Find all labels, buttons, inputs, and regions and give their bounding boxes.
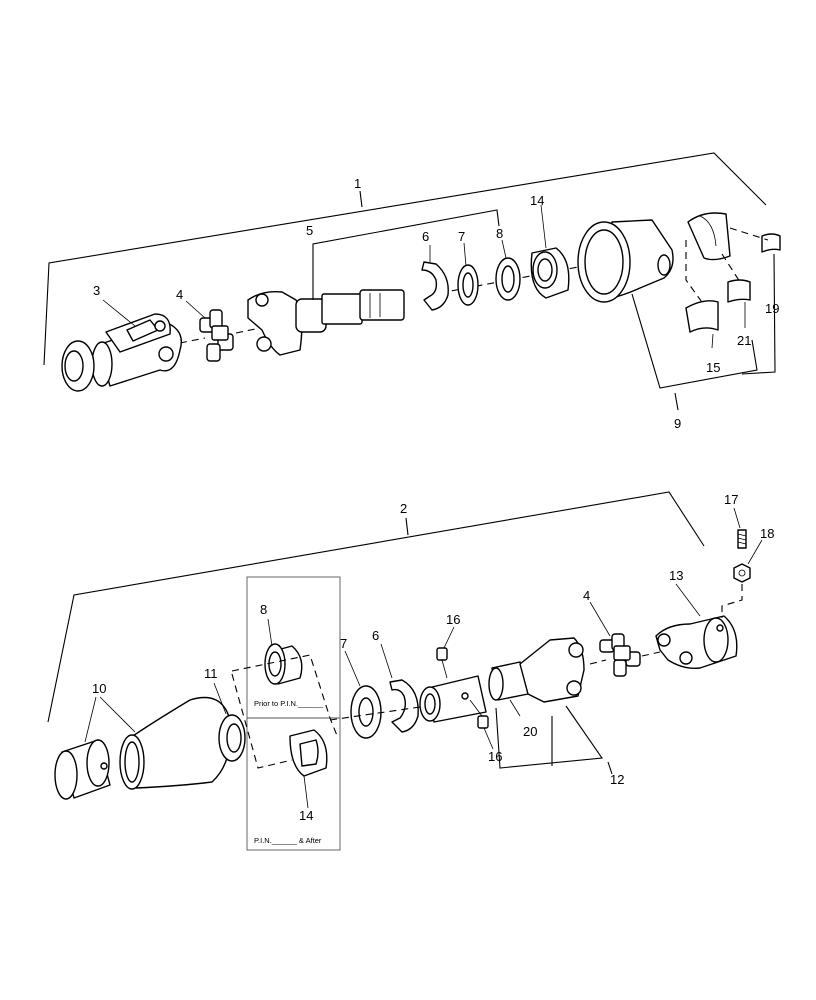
callout-4-bottom: 4 bbox=[583, 588, 590, 603]
collar-part-14[interactable] bbox=[530, 247, 570, 299]
callout-2: 2 bbox=[400, 501, 407, 516]
callout-14-top: 14 bbox=[530, 193, 544, 208]
callout-20: 20 bbox=[523, 724, 537, 739]
bolt-part-17[interactable] bbox=[737, 529, 747, 549]
ring-part-11[interactable] bbox=[218, 714, 246, 762]
callout-6-top: 6 bbox=[422, 229, 429, 244]
callout-19: 19 bbox=[765, 301, 779, 316]
callout-6-bottom: 6 bbox=[372, 628, 379, 643]
bushing-part-15[interactable] bbox=[685, 300, 719, 333]
callout-13: 13 bbox=[669, 568, 683, 583]
callout-9: 9 bbox=[674, 416, 681, 431]
bushing-part-19[interactable] bbox=[761, 233, 781, 253]
bushing-part-21[interactable] bbox=[727, 279, 751, 303]
yoke-part-20[interactable] bbox=[488, 637, 585, 703]
callout-18: 18 bbox=[760, 526, 774, 541]
yoke-sleeve-part-3[interactable] bbox=[61, 313, 183, 392]
callout-3: 3 bbox=[93, 283, 100, 298]
lock-ring-part-6[interactable] bbox=[421, 261, 449, 311]
callout-12: 12 bbox=[610, 772, 624, 787]
note-prior-to-pin: Prior to P.I.N.______ bbox=[254, 699, 324, 708]
callout-11: 11 bbox=[204, 666, 218, 681]
bearing-ring-part-8[interactable] bbox=[495, 257, 521, 301]
callout-1: 1 bbox=[354, 176, 361, 191]
callout-21: 21 bbox=[737, 333, 751, 348]
inset-frame bbox=[246, 576, 341, 851]
inner-tube[interactable] bbox=[419, 675, 487, 723]
yoke-part-13[interactable] bbox=[655, 615, 738, 670]
cross-bearing-part-4[interactable] bbox=[199, 309, 234, 362]
callout-4-top: 4 bbox=[176, 287, 183, 302]
callout-15: 15 bbox=[706, 360, 720, 375]
ring-part-7[interactable] bbox=[457, 264, 479, 306]
bearing-ring-part-8-inset[interactable] bbox=[264, 643, 303, 685]
callout-5: 5 bbox=[306, 223, 313, 238]
nut-part-18[interactable] bbox=[733, 563, 751, 583]
yoke-shaft-part-5[interactable] bbox=[247, 289, 405, 356]
grease-fitting-part-16-top[interactable] bbox=[436, 647, 448, 679]
ring-part-7-bottom[interactable] bbox=[350, 685, 382, 739]
callout-7-top: 7 bbox=[458, 229, 465, 244]
note-pin-and-after: P.I.N.______ & After bbox=[254, 836, 322, 845]
bottom-assembly bbox=[47, 491, 763, 851]
grease-fitting-part-16-bottom[interactable] bbox=[469, 699, 489, 729]
callout-17: 17 bbox=[724, 492, 738, 507]
sleeve-part[interactable] bbox=[687, 212, 731, 261]
callout-14-bottom: 14 bbox=[299, 808, 313, 823]
sleeve-shield-part-10[interactable] bbox=[54, 696, 232, 800]
callout-16-top: 16 bbox=[446, 612, 460, 627]
top-assembly bbox=[43, 152, 781, 411]
callout-8-top: 8 bbox=[496, 226, 503, 241]
shield-cone[interactable] bbox=[577, 219, 674, 303]
callout-10: 10 bbox=[92, 681, 106, 696]
callout-7-bottom: 7 bbox=[340, 636, 347, 651]
lock-ring-part-6-bottom[interactable] bbox=[389, 679, 419, 733]
callout-8-bottom: 8 bbox=[260, 602, 267, 617]
collar-part-14-inset[interactable] bbox=[289, 729, 328, 777]
cross-bearing-part-4-bottom[interactable] bbox=[599, 633, 641, 677]
callout-16-bottom: 16 bbox=[488, 749, 502, 764]
